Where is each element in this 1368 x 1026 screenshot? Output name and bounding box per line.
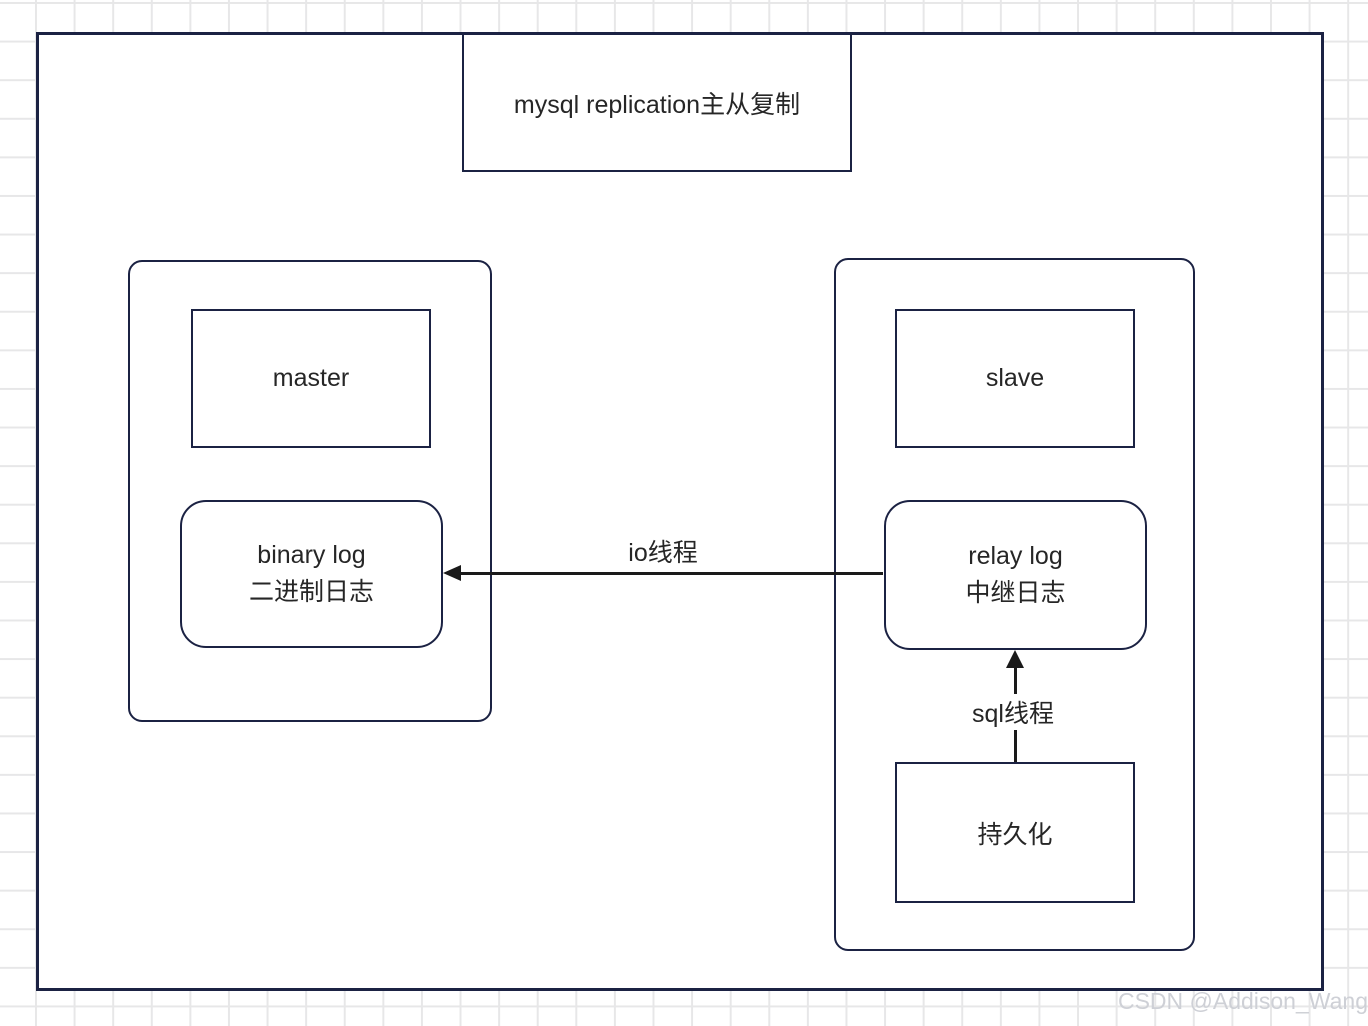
io-thread-arrow-line (459, 572, 883, 575)
diagram-title-box: mysql replication主从复制 (462, 33, 852, 172)
binary-log-node: binary log 二进制日志 (180, 500, 443, 648)
slave-node-label: slave (985, 364, 1045, 392)
csdn-watermark: CSDN @Addison_Wang (1117, 988, 1368, 1014)
io-thread-label: io线程 (628, 539, 698, 567)
persistence-node: 持久化 (895, 762, 1135, 903)
io-thread-arrowhead-icon (443, 565, 461, 581)
master-node-label: master (272, 364, 350, 392)
sql-thread-label: sql线程 (968, 694, 1058, 730)
diagram-title: mysql replication主从复制 (513, 90, 801, 119)
relay-log-label-zh: 中继日志 (965, 579, 1066, 607)
relay-log-label-en: relay log (968, 542, 1063, 570)
sql-thread-arrowhead-icon (1006, 650, 1024, 668)
binary-log-label-zh: 二进制日志 (248, 578, 374, 606)
relay-log-node: relay log 中继日志 (884, 500, 1147, 650)
persistence-node-label: 持久化 (977, 820, 1053, 849)
binary-log-label-en: binary log (257, 541, 366, 569)
master-node: master (191, 309, 431, 448)
slave-node: slave (895, 309, 1135, 448)
